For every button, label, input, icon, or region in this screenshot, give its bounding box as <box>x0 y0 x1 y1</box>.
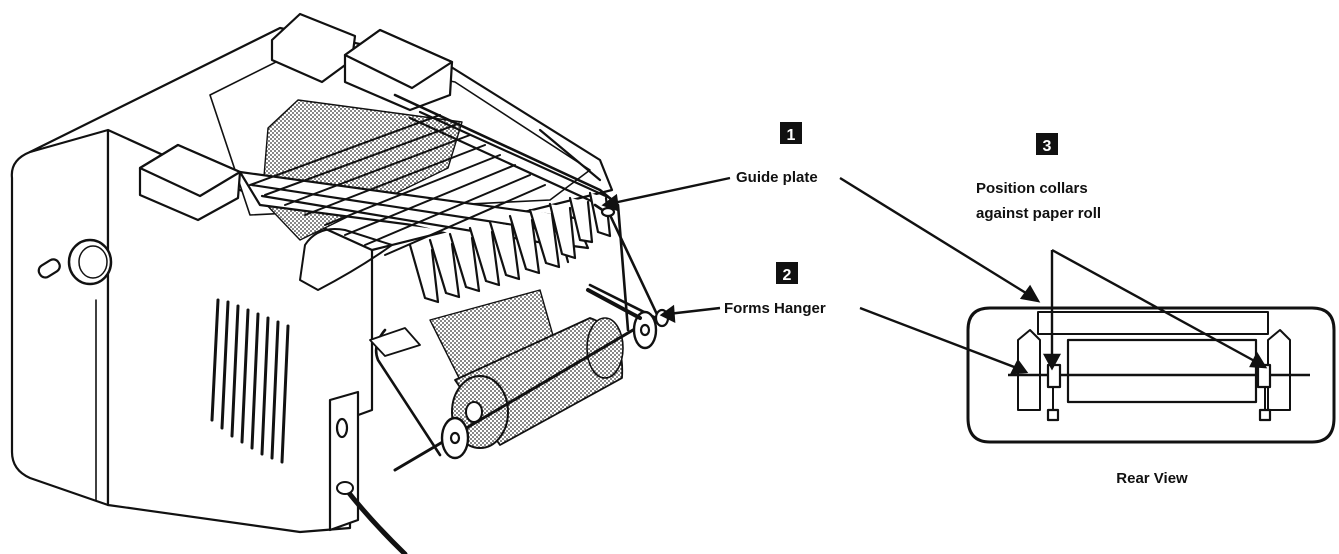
callout-3-number: 3 <box>1043 138 1052 155</box>
power-cable <box>342 485 408 554</box>
callout-2-badge <box>776 262 798 284</box>
forms-hanger-label: Forms Hanger <box>724 300 826 317</box>
rear-view-paper-roll <box>1066 338 1258 404</box>
rear-bracket <box>328 390 360 532</box>
rear-view-diagram <box>966 306 1336 444</box>
callout-3: 3 Position collars against paper roll <box>976 133 1101 222</box>
callout-1: 1 Guide plate <box>736 122 818 186</box>
printer-illustration <box>10 12 670 554</box>
callout-2-number: 2 <box>783 267 792 284</box>
leader-lines <box>601 176 1268 375</box>
callout-3-badge <box>1036 133 1058 155</box>
rear-view-caption: Rear View <box>1116 470 1188 487</box>
printer-front-face <box>10 128 110 507</box>
guide-plate-label: Guide plate <box>736 169 818 186</box>
callout-1-number: 1 <box>787 127 796 144</box>
position-collars-label-line2: against paper roll <box>976 205 1101 222</box>
rear-view-collar-right <box>1256 363 1272 389</box>
position-collars-label-line1: Position collars <box>976 180 1088 197</box>
rear-view-collar-left <box>1046 363 1062 389</box>
vent-slots <box>210 298 290 464</box>
callout-2: 2 Forms Hanger <box>724 262 826 317</box>
callout-1-badge <box>780 122 802 144</box>
